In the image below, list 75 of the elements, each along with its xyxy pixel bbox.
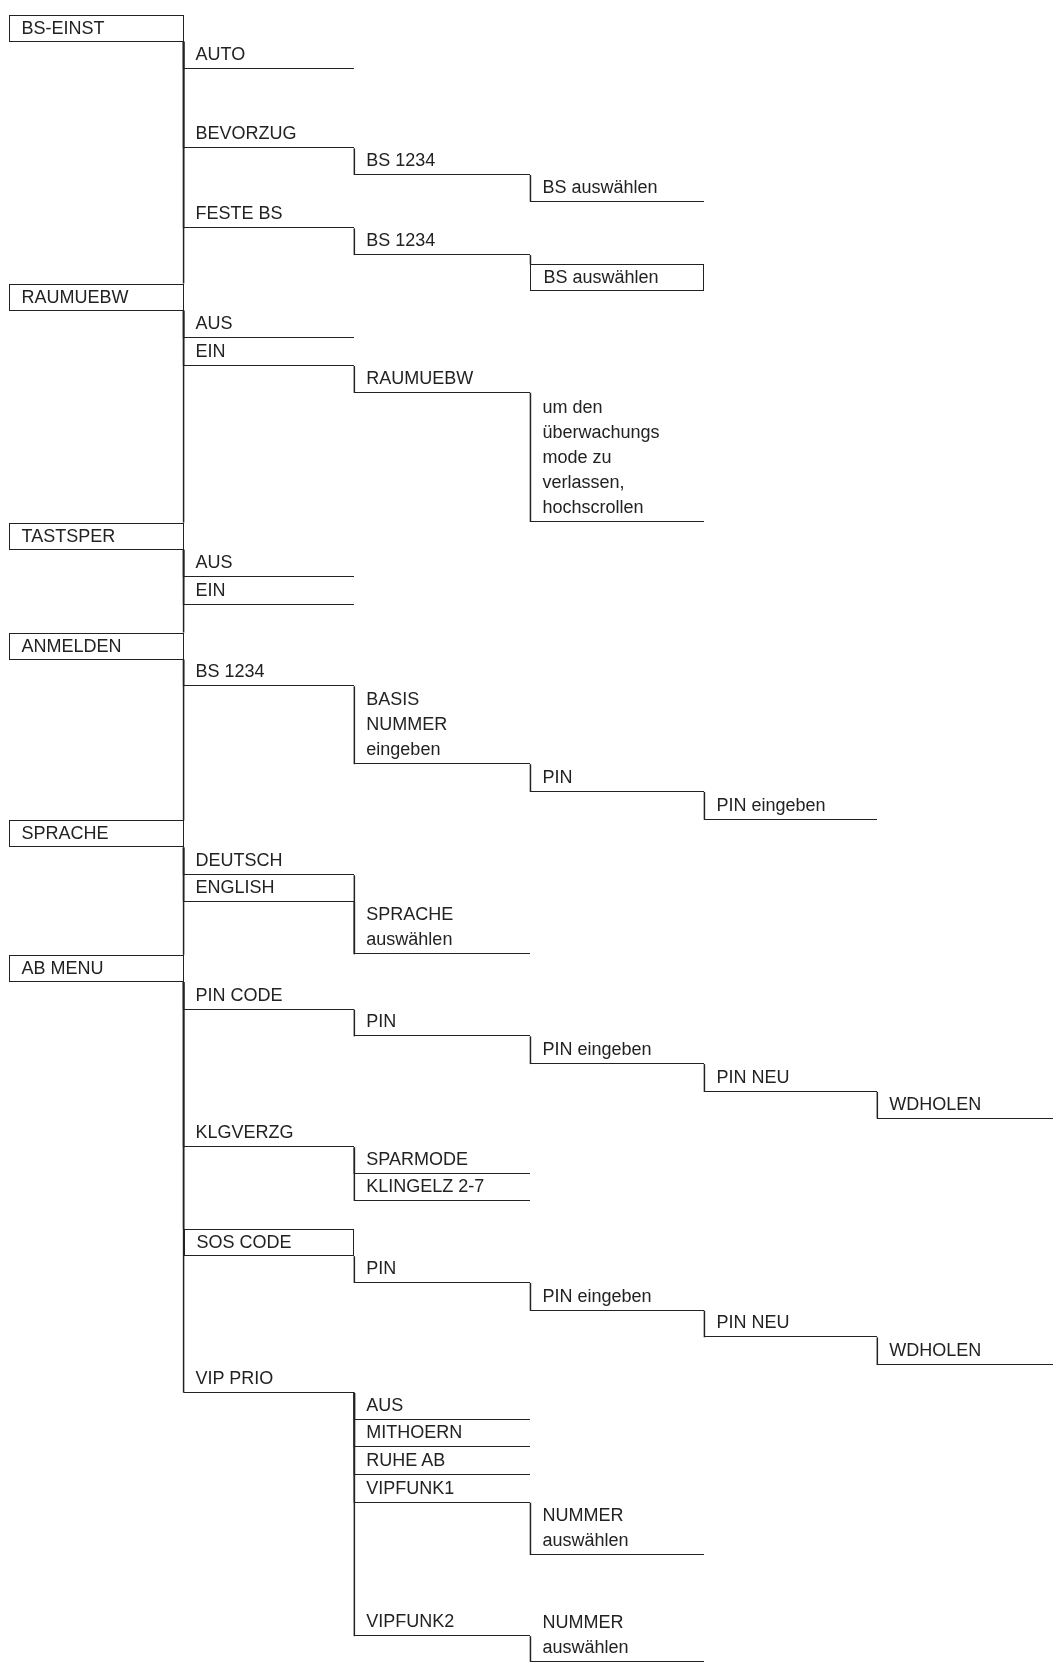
menu-option: KLGVERZG bbox=[183, 1120, 355, 1148]
connector-line bbox=[703, 791, 706, 821]
menu-option: VIPFUNK2 bbox=[354, 1609, 531, 1637]
connector-line bbox=[353, 365, 356, 394]
connector-line bbox=[353, 227, 356, 256]
connector-line bbox=[876, 1091, 879, 1120]
menu-box: SPRACHE bbox=[8, 820, 184, 848]
menu-option: AUTO bbox=[183, 42, 355, 70]
menu-option: PIN bbox=[354, 1255, 531, 1283]
menu-option: VIP PRIO bbox=[183, 1365, 355, 1393]
connector-line bbox=[353, 685, 356, 765]
menu-option: AUS bbox=[183, 311, 355, 339]
menu-option: ENGLISH bbox=[183, 874, 355, 902]
connector-line bbox=[353, 901, 356, 955]
menu-box: RAUMUEBW bbox=[8, 283, 184, 311]
menu-option: RUHE AB bbox=[354, 1448, 531, 1475]
connector-line bbox=[353, 1392, 356, 1637]
menu-box: TASTSPER bbox=[8, 522, 184, 550]
menu-box: AB MENU bbox=[8, 954, 184, 982]
connector-line bbox=[182, 548, 185, 634]
menu-option: NUMMER auswählen bbox=[530, 1503, 705, 1556]
menu-option: EIN bbox=[183, 578, 355, 606]
menu-option: WDHOLEN bbox=[877, 1338, 1054, 1366]
menu-option: BS auswählen bbox=[530, 174, 705, 202]
menu-option: um den überwachungs mode zu verlassen, hochscrollen bbox=[530, 394, 705, 522]
connector-line bbox=[703, 1309, 706, 1339]
menu-option: SPRACHE auswählen bbox=[354, 902, 531, 955]
menu-option: BS 1234 bbox=[183, 659, 355, 687]
menu-option: EIN bbox=[183, 339, 355, 367]
menu-option: MITHOERN bbox=[354, 1420, 531, 1448]
connector-line bbox=[529, 1502, 532, 1556]
connector-line bbox=[529, 1635, 532, 1663]
menu-option: PIN eingeben bbox=[704, 792, 878, 820]
menu-box: ANMELDEN bbox=[8, 632, 184, 660]
menu-option: BEVORZUG bbox=[183, 121, 355, 149]
menu-option: WDHOLEN bbox=[877, 1091, 1054, 1119]
connector-line bbox=[529, 1035, 532, 1065]
connector-line bbox=[529, 1282, 532, 1312]
menu-option: AUS bbox=[354, 1392, 531, 1420]
menu-option: BS 1234 bbox=[354, 148, 531, 176]
menu-option: PIN eingeben bbox=[530, 1037, 705, 1065]
menu-option: DEUTSCH bbox=[183, 848, 355, 876]
connector-line bbox=[529, 174, 532, 203]
connector-line bbox=[529, 254, 532, 266]
menu-box: BS auswählen bbox=[530, 264, 705, 292]
connector-line bbox=[353, 1146, 356, 1202]
menu-option: PIN bbox=[354, 1009, 531, 1037]
connector-line bbox=[529, 392, 532, 523]
menu-option: BS 1234 bbox=[354, 228, 531, 256]
menu-option: PIN CODE bbox=[183, 982, 355, 1010]
menu-box: BS-EINST bbox=[8, 14, 184, 42]
connector-line bbox=[182, 658, 185, 822]
connector-line bbox=[182, 981, 185, 1394]
menu-option: FESTE BS bbox=[183, 201, 355, 229]
connector-line bbox=[182, 40, 185, 285]
menu-box: SOS CODE bbox=[183, 1229, 355, 1257]
menu-option: KLINGELZ 2-7 bbox=[354, 1173, 531, 1201]
connector-line bbox=[353, 1255, 356, 1284]
connector-line bbox=[182, 309, 185, 524]
menu-option: RAUMUEBW bbox=[354, 365, 531, 393]
menu-option: PIN NEU bbox=[704, 1064, 878, 1092]
connector-line bbox=[529, 763, 532, 793]
connector-line bbox=[182, 846, 185, 956]
menu-option: AUS bbox=[183, 550, 355, 578]
connector-line bbox=[353, 1008, 356, 1038]
menu-option: PIN eingeben bbox=[530, 1283, 705, 1311]
menu-option: NUMMER auswählen bbox=[530, 1609, 705, 1662]
connector-line bbox=[703, 1063, 706, 1093]
connector-line bbox=[876, 1336, 879, 1366]
menu-option: PIN NEU bbox=[704, 1310, 878, 1338]
menu-option: BASIS NUMMER eingeben bbox=[354, 687, 531, 765]
menu-option: SPARMODE bbox=[354, 1147, 531, 1174]
connector-line bbox=[353, 147, 356, 176]
menu-option: VIPFUNK1 bbox=[354, 1475, 531, 1503]
menu-option: PIN bbox=[530, 764, 705, 792]
